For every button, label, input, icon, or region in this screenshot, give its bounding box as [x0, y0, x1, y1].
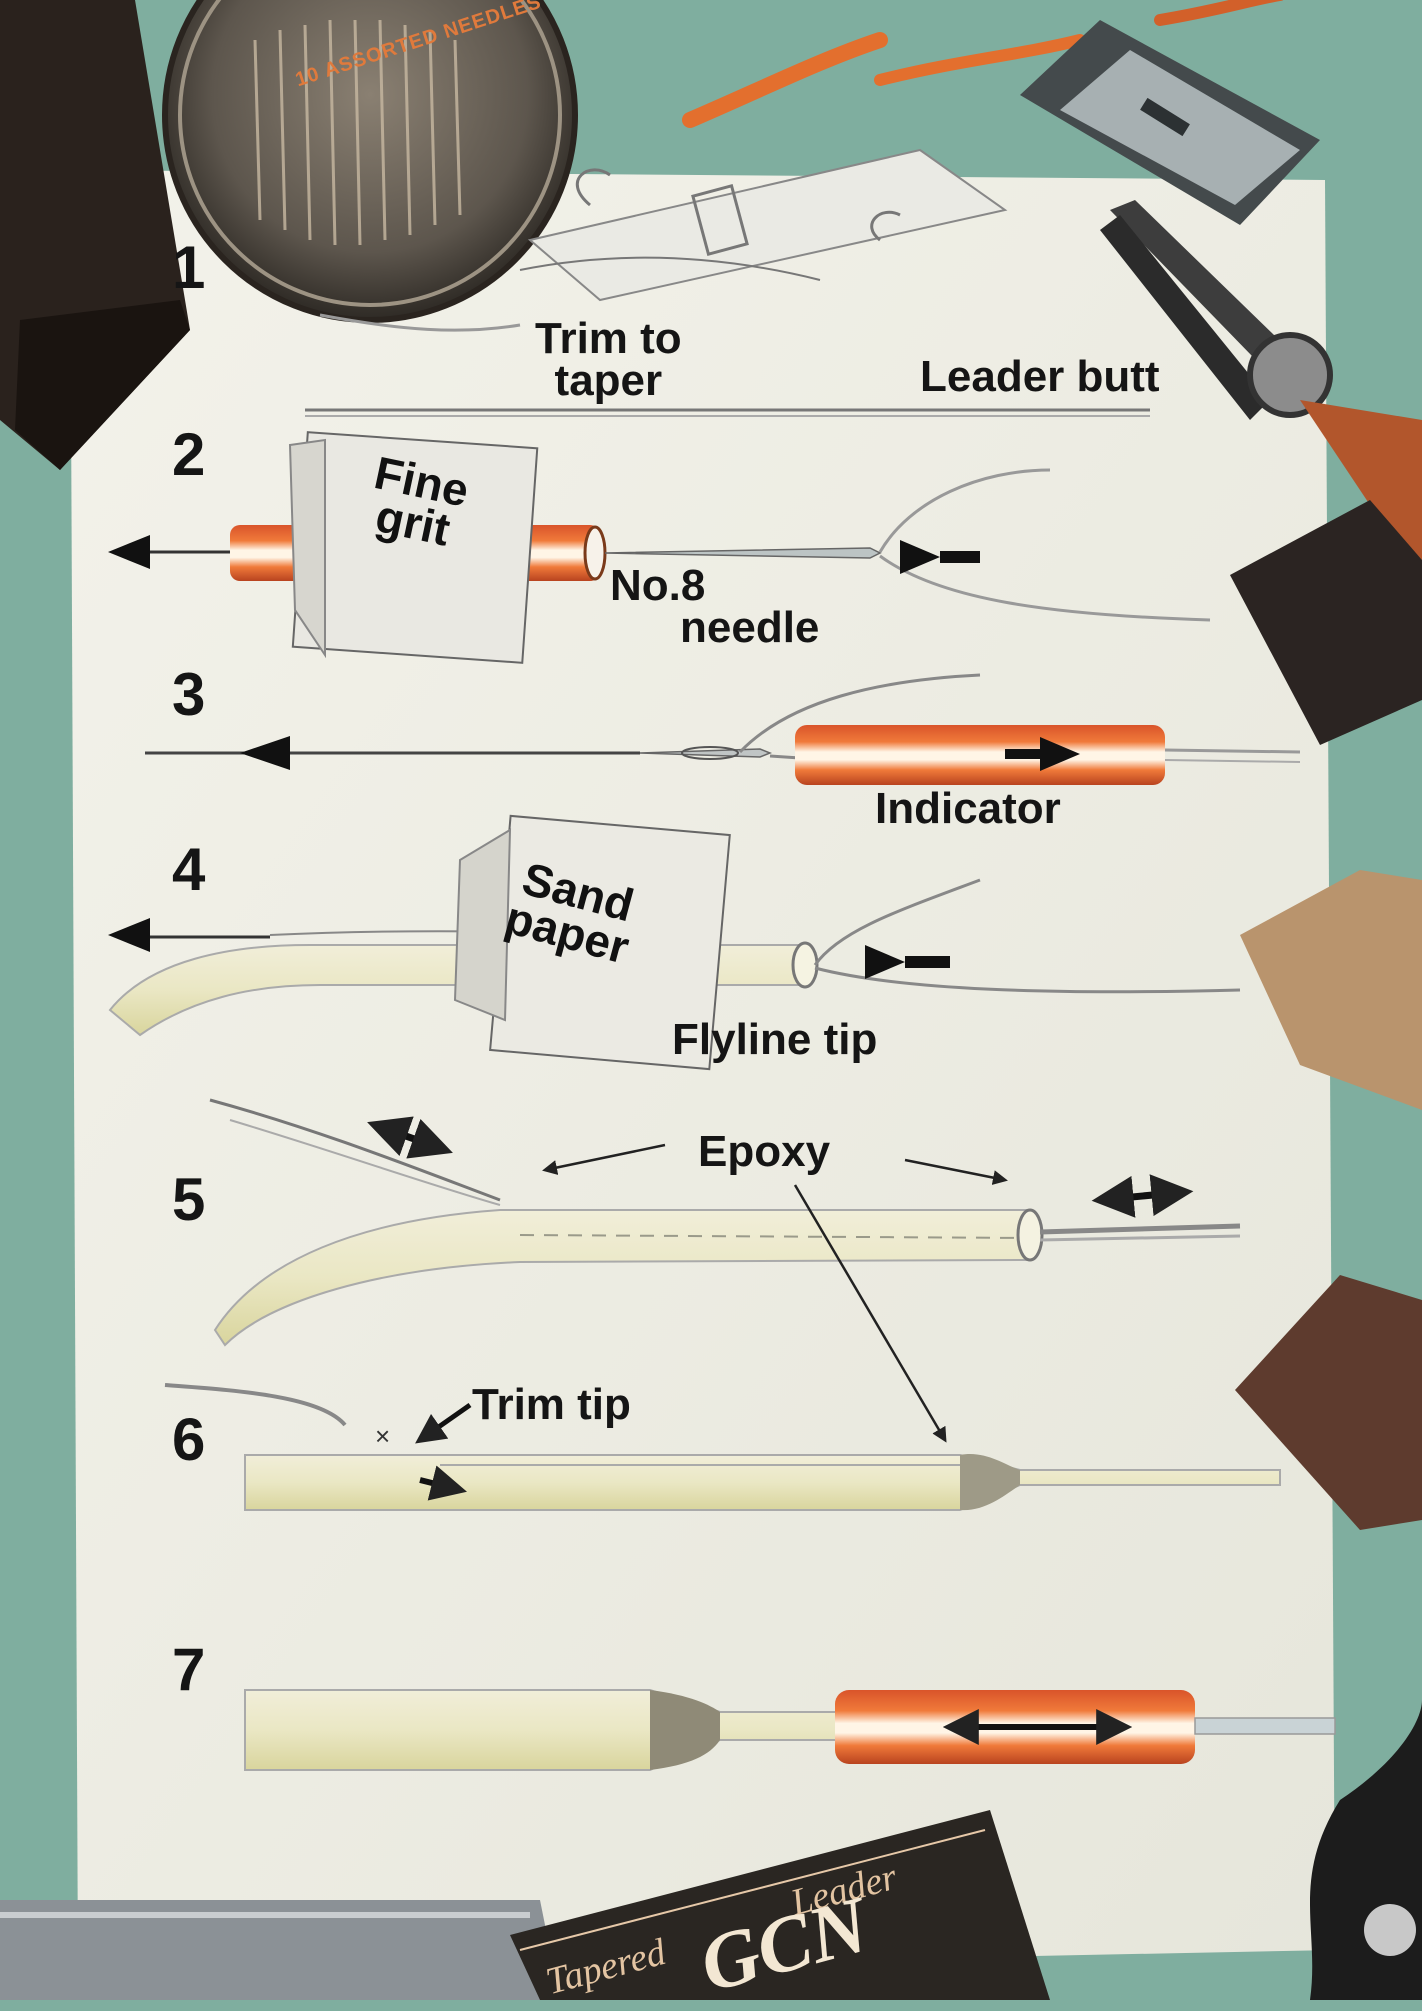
flyline-tip-label: Flyline tip: [672, 1015, 878, 1064]
step7-drawing: [244, 1689, 1336, 1771]
step3-drawing: [145, 673, 1301, 785]
metal-tin: [0, 1900, 560, 2000]
step5-drawing: [209, 1098, 1241, 1443]
sandpaper-square: [1240, 870, 1422, 1110]
trim-tip-label: Trim tip: [472, 1380, 631, 1429]
step2-drawing: [108, 431, 1211, 664]
step1-drawing: [305, 148, 1150, 417]
dark-square: [1230, 500, 1422, 745]
step-number-7: 7: [172, 1636, 206, 1703]
trim-to-taper-line1: Trim to: [535, 314, 682, 363]
step4-drawing: [108, 814, 1241, 1071]
no8-needle-label: No.8 needle: [610, 561, 820, 652]
cut-mark: ×: [375, 1421, 390, 1451]
step-number-1: 1: [172, 234, 206, 301]
step-number-5: 5: [172, 1166, 206, 1233]
step-number-4: 4: [172, 836, 206, 903]
step-number-2: 2: [172, 421, 206, 488]
indicator-label: Indicator: [875, 784, 1061, 833]
leader-box: [510, 1810, 1050, 2000]
step-number-3: 3: [172, 661, 206, 728]
orange-wire: [682, 32, 888, 128]
needle: [604, 547, 882, 559]
brown-square: [1235, 1275, 1422, 1530]
epoxy-label: Epoxy: [698, 1127, 831, 1176]
fine-grit-card-text: Fine grit: [362, 446, 473, 556]
step6-drawing: ×: [164, 1383, 1281, 1511]
razor-blade: [1020, 20, 1320, 225]
no8-needle-line1: No.8: [610, 561, 706, 610]
leader-butt-label: Leader butt: [920, 352, 1160, 401]
no8-needle-line2: needle: [680, 602, 820, 652]
needle-tin: [162, 0, 578, 323]
trim-to-taper-line2: taper: [554, 355, 663, 405]
pliers: [1100, 200, 1422, 560]
trim-to-taper-label: Trim to taper: [535, 314, 682, 405]
indicator-tube: [795, 725, 1165, 785]
step-number-6: 6: [172, 1406, 206, 1473]
